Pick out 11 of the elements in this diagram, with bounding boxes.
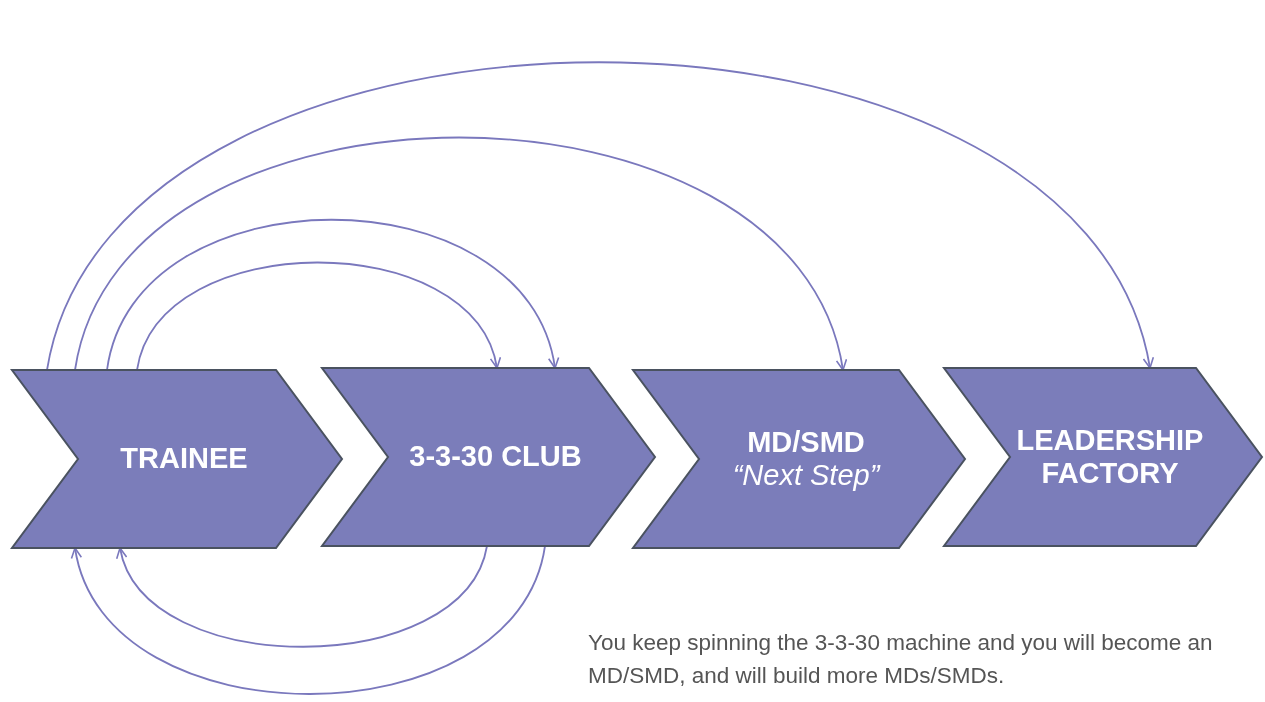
curved-arrow [136,261,500,371]
note-text: You keep spinning the 3-3-30 machine and you will become an MD/SMD, and will build more MDs/SMDs. [588,629,1214,690]
stage-title: LEADERSHIP FACTORY [1015,423,1205,491]
stage-title: 3-3-30 CLUB [409,440,582,474]
curved-arrow [106,218,558,371]
stage-title: MD/SMD [747,425,865,459]
stage-title: TRAINEE [120,442,248,476]
curved-arrow [72,545,546,695]
stage-subtitle: “Next Step” [732,459,880,493]
curved-arrow [74,136,846,371]
curved-arrow [118,545,488,648]
